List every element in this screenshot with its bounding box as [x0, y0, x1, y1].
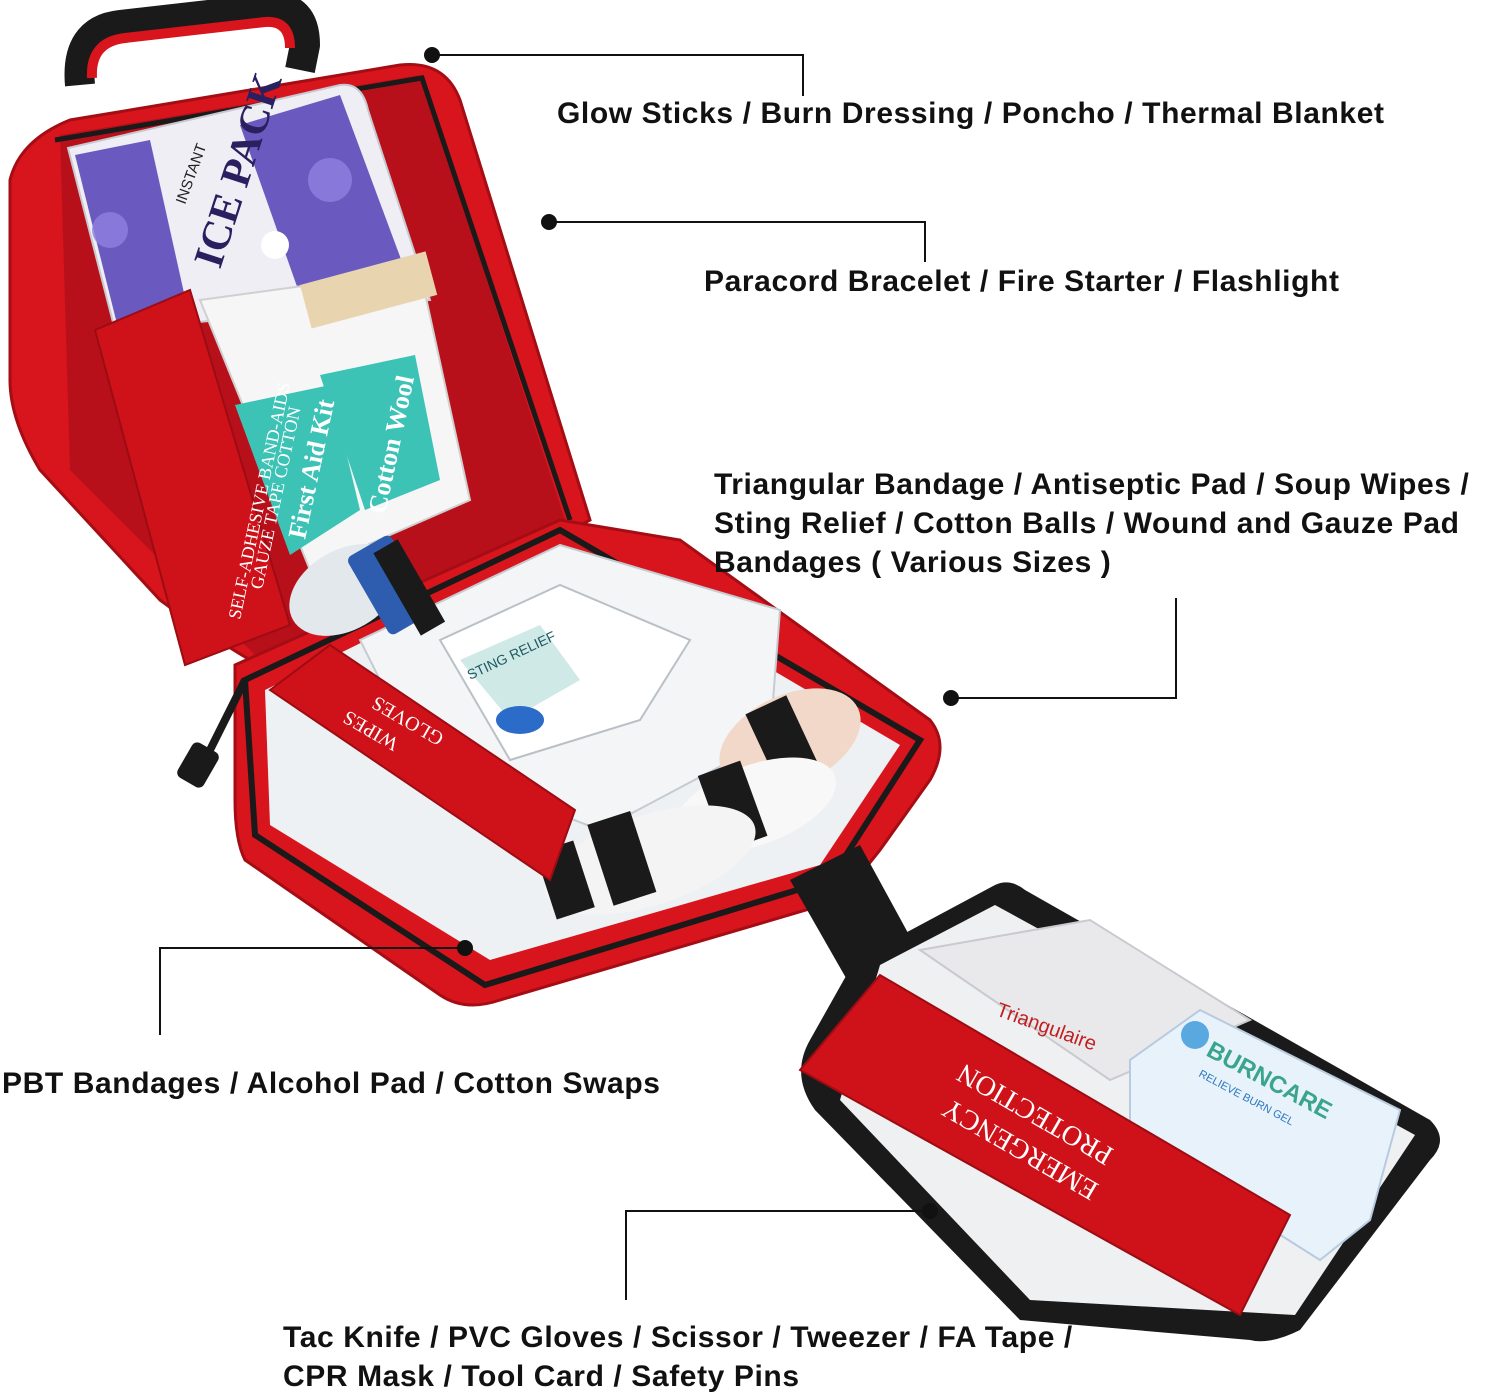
callout-line: Glow Sticks / Burn Dressing / Poncho / T…	[557, 97, 1385, 130]
carry-handle	[64, 0, 320, 87]
leader-2	[541, 214, 926, 262]
leader-4	[159, 940, 473, 1035]
callout-glow-sticks: Glow Sticks / Burn Dressing / Poncho / T…	[557, 94, 1385, 133]
callout-paracord: Paracord Bracelet / Fire Starter / Flash…	[704, 262, 1340, 301]
callout-line: PBT Bandages / Alcohol Pad / Cotton Swap…	[2, 1067, 661, 1100]
callout-line: CPR Mask / Tool Card / Safety Pins	[283, 1360, 800, 1393]
leader-5	[625, 1203, 938, 1300]
callout-line: Triangular Bandage / Antiseptic Pad / So…	[714, 468, 1470, 501]
callout-line: Tac Knife / PVC Gloves / Scissor / Tweez…	[283, 1321, 1073, 1354]
gauze-roll	[289, 535, 446, 636]
front-flap: Triangulaire BURNCARE RELIEVE BURN GEL E…	[798, 882, 1440, 1342]
callout-tac-knife: Tac Knife / PVC Gloves / Scissor / Tweez…	[283, 1318, 1073, 1396]
leader-3	[943, 598, 1177, 706]
callout-line: Bandages ( Various Sizes )	[714, 546, 1112, 579]
lid-supplies: First Aid Kit Cotton Wool	[198, 251, 472, 572]
leader-1	[424, 47, 804, 96]
callout-line: Paracord Bracelet / Fire Starter / Flash…	[704, 265, 1340, 298]
callout-pbt-bandages: PBT Bandages / Alcohol Pad / Cotton Swap…	[2, 1064, 661, 1103]
callout-triangular-bandage: Triangular Bandage / Antiseptic Pad / So…	[714, 465, 1469, 582]
zipper-pull	[177, 678, 249, 788]
callout-leaders	[159, 47, 1177, 1300]
callout-line: Sting Relief / Cotton Balls / Wound and …	[714, 507, 1460, 540]
